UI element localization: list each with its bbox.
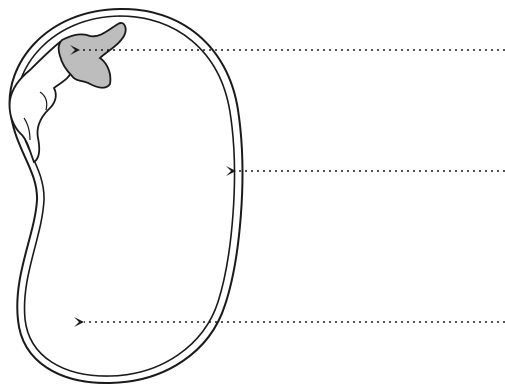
embryo-leaf (59, 23, 126, 88)
